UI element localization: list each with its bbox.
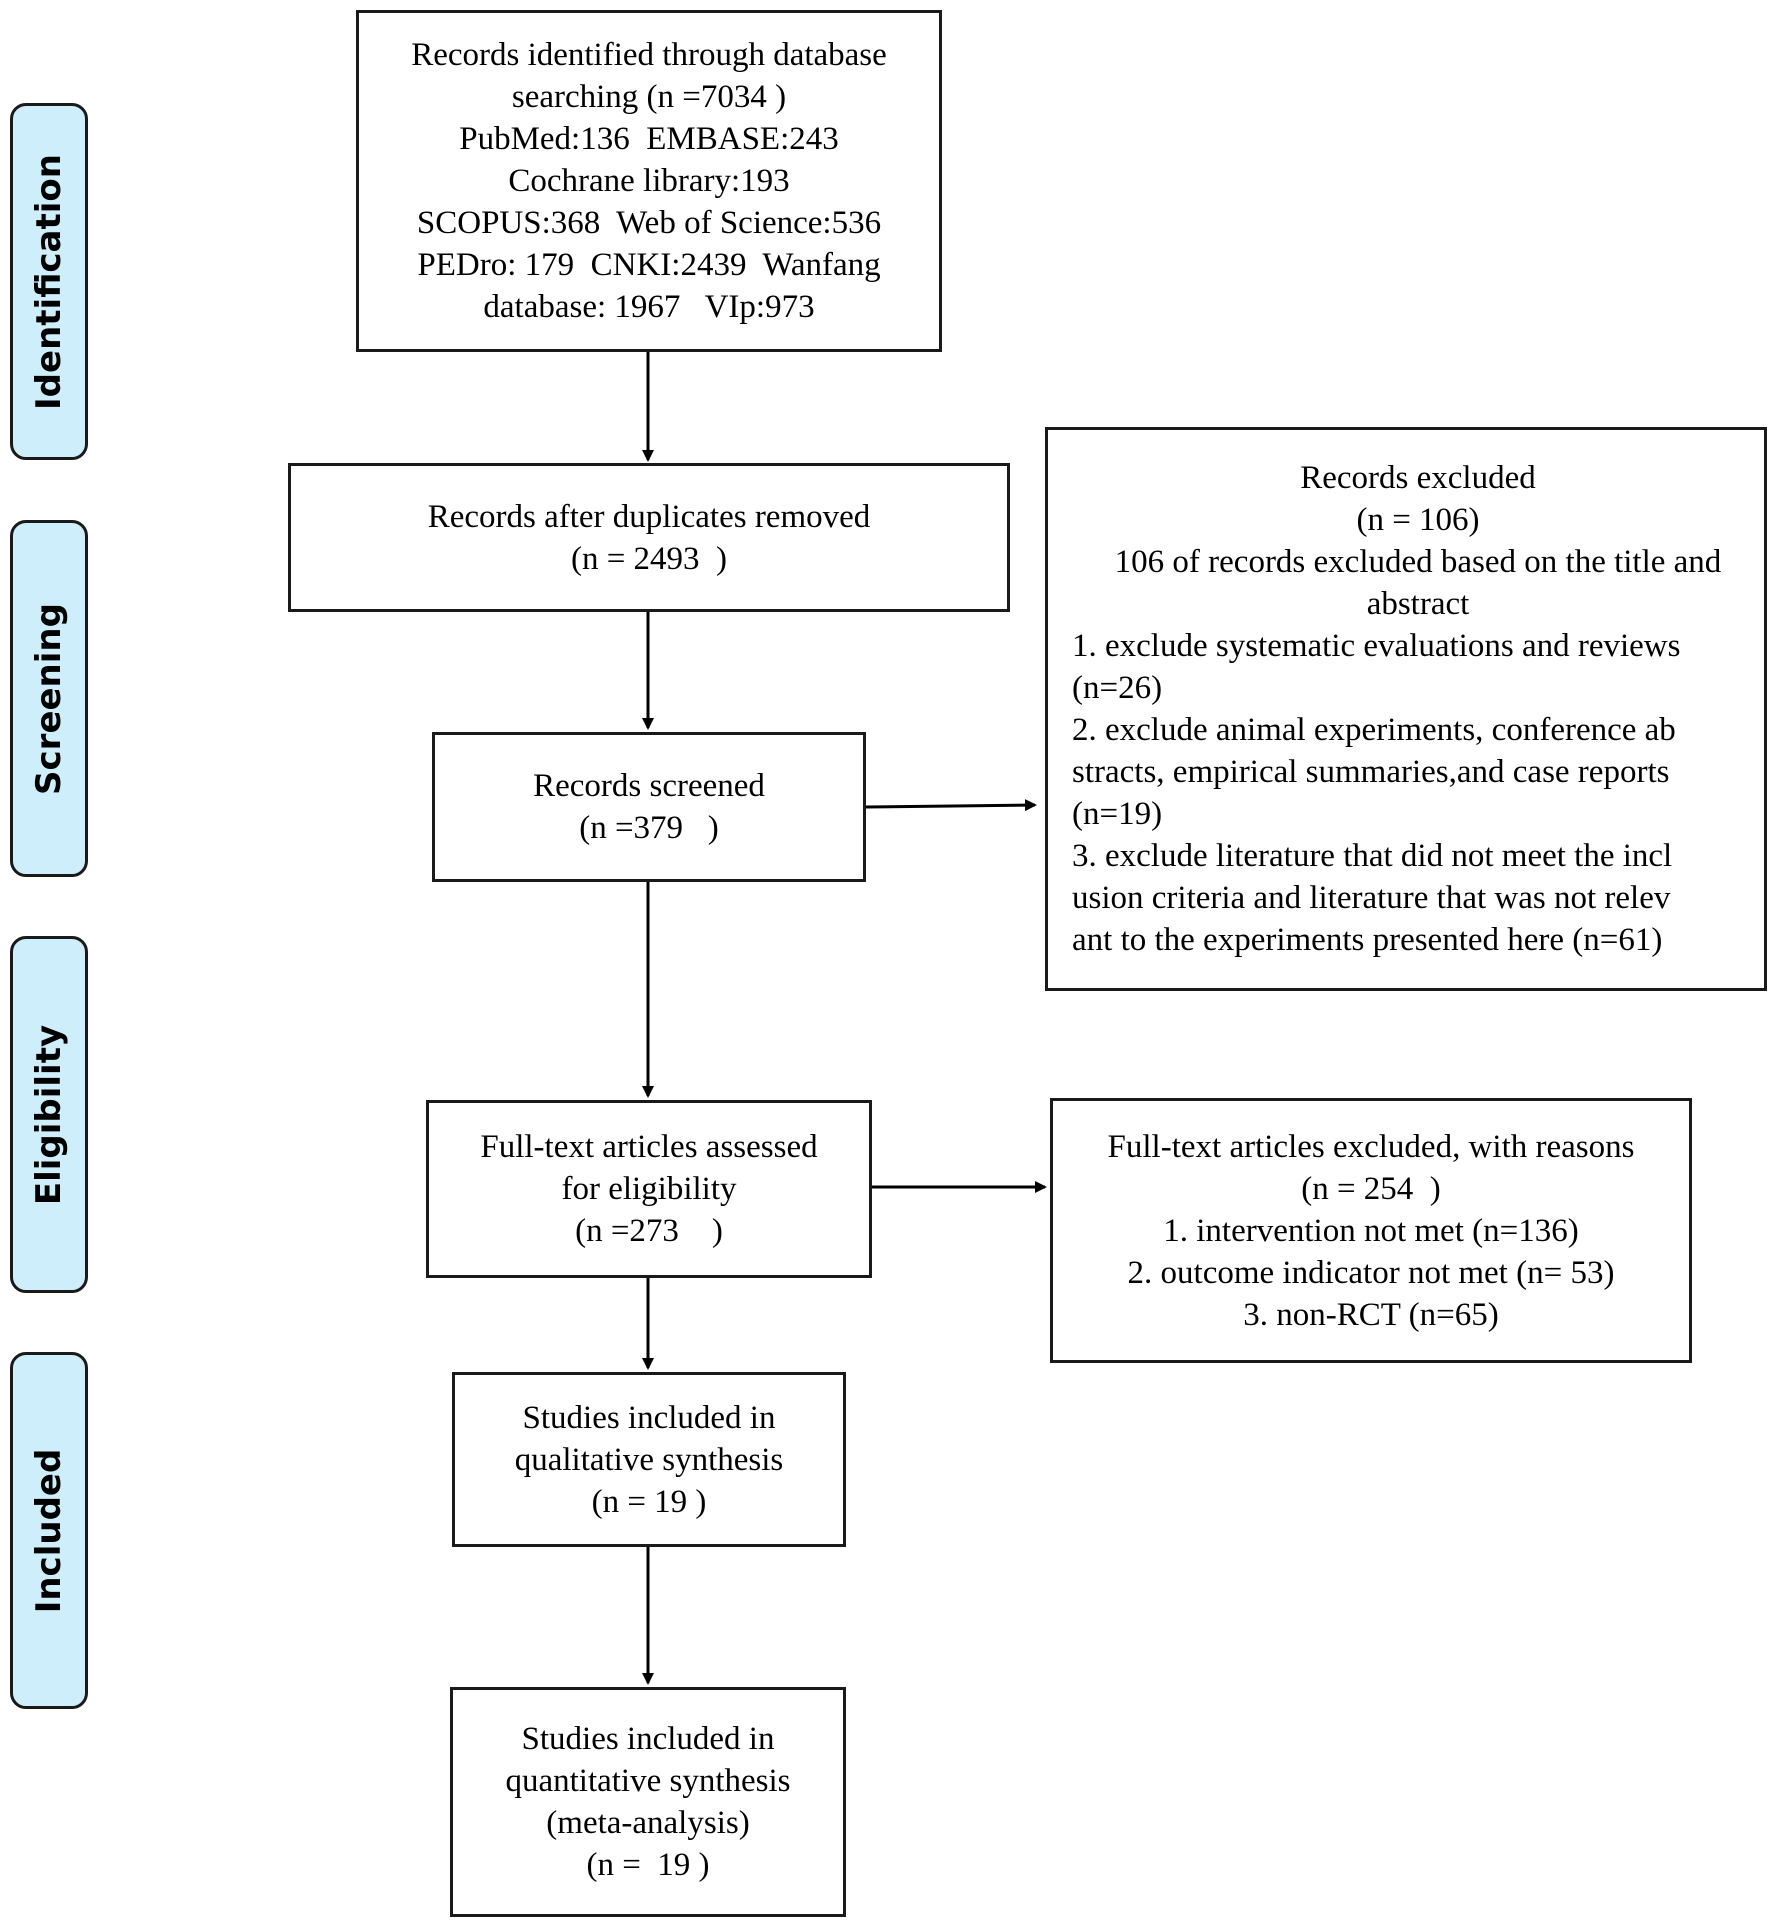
box-line: (n=19)	[1072, 796, 1163, 832]
box-line: for eligibility	[561, 1171, 737, 1207]
box-line: usion criteria and literature that was n…	[1072, 880, 1671, 916]
box-line: 1. intervention not met (n=136)	[1163, 1212, 1579, 1249]
box-line: (n=26)	[1072, 670, 1163, 706]
records-screened-box: Records screened (n =379 )	[432, 732, 866, 882]
box-line: (n = 19 )	[586, 1847, 710, 1883]
box-line: (n = 106)	[1356, 502, 1480, 538]
box-line: PubMed:136 EMBASE:243	[459, 121, 839, 157]
box-line: Cochrane library:193	[508, 163, 790, 199]
stage-included: Included	[10, 1352, 88, 1709]
stage-screening: Screening	[10, 520, 88, 877]
box-line: Studies included in	[521, 1721, 775, 1757]
box-line: stracts, empirical summaries,and case re…	[1072, 754, 1670, 790]
qualitative-synthesis-box: Studies included in qualitative synthesi…	[452, 1372, 846, 1547]
box-line: 1. exclude systematic evaluations and re…	[1072, 628, 1681, 664]
stage-eligibility: Eligibility	[10, 936, 88, 1293]
stage-label: Included	[29, 1448, 69, 1613]
stage-label: Eligibility	[29, 1024, 69, 1205]
quantitative-synthesis-box: Studies included in quantitative synthes…	[450, 1687, 846, 1917]
records-excluded-box: Records excluded (n = 106) 106 of record…	[1045, 427, 1767, 991]
duplicates-removed-box: Records after duplicates removed (n = 24…	[288, 463, 1010, 612]
box-line: (n = 254 )	[1301, 1170, 1441, 1207]
box-line: (meta-analysis)	[546, 1805, 750, 1841]
box-line: 3. non-RCT (n=65)	[1243, 1296, 1499, 1333]
box-line: quantitative synthesis	[505, 1763, 791, 1799]
fulltext-excluded-box: Full-text articles excluded, with reason…	[1050, 1098, 1692, 1363]
stage-label: Identification	[29, 153, 69, 410]
box-line: qualitative synthesis	[514, 1441, 784, 1478]
box-line: (n =273 )	[575, 1213, 723, 1249]
box-line: Records screened	[533, 768, 765, 804]
box-line: Full-text articles assessed	[480, 1129, 818, 1165]
box-line: 106 of records excluded based on the tit…	[1114, 544, 1722, 580]
box-line: database: 1967 VIp:973	[483, 289, 815, 325]
box-line: Records excluded	[1300, 460, 1536, 496]
box-line: Studies included in	[522, 1399, 776, 1436]
box-line: Full-text articles excluded, with reason…	[1107, 1128, 1635, 1165]
box-line: (n =379 )	[579, 810, 719, 846]
box-line: ant to the experiments presented here (n…	[1072, 922, 1663, 958]
fulltext-assessed-box: Full-text articles assessed for eligibil…	[426, 1100, 872, 1278]
box-line: 2. exclude animal experiments, conferenc…	[1072, 712, 1676, 748]
box-line: searching (n =7034 )	[511, 79, 787, 115]
box-line: Records identified through database	[411, 37, 887, 73]
stage-label: Screening	[29, 602, 69, 795]
box-line: 3. exclude literature that did not meet …	[1072, 838, 1673, 874]
box-line: abstract	[1366, 586, 1470, 622]
box-line: 2. outcome indicator not met (n= 53)	[1127, 1254, 1615, 1291]
box-line: PEDro: 179 CNKI:2439 Wanfang	[417, 247, 881, 283]
box-line: (n = 2493 )	[570, 540, 728, 577]
box-line: (n = 19 )	[591, 1483, 707, 1520]
box-line: Records after duplicates removed	[427, 498, 871, 535]
stage-identification: Identification	[10, 103, 88, 460]
records-identified-box: Records identified through database sear…	[356, 10, 942, 352]
arrow-screened-to-excluded	[865, 799, 1037, 812]
box-line: SCOPUS:368 Web of Science:536	[416, 205, 882, 241]
